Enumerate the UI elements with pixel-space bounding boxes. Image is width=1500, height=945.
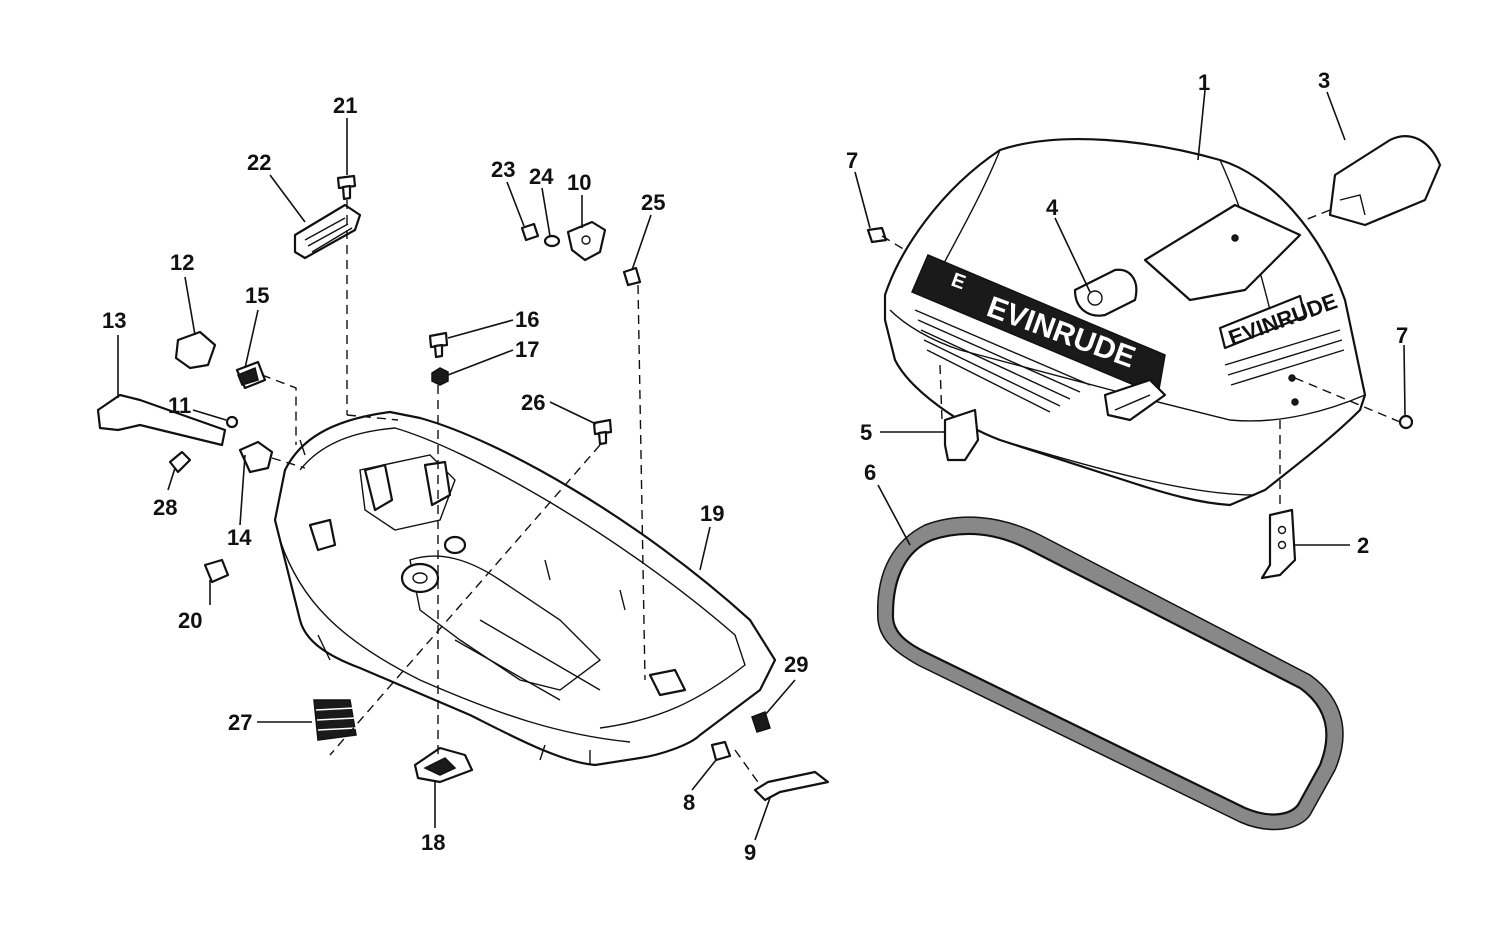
- callout-10: 10: [567, 170, 591, 195]
- callout-11: 11: [168, 393, 191, 418]
- callout-17: 17: [515, 337, 539, 362]
- callout-7-left: 7: [846, 148, 858, 173]
- callout-26: 26: [521, 390, 545, 415]
- callout-1: 1: [1198, 70, 1210, 95]
- part-9-lever: [753, 770, 830, 802]
- leader-lines: [117, 89, 1406, 841]
- part-17-nut: [431, 367, 449, 386]
- part-5-bracket: [943, 408, 980, 462]
- callout-29: 29: [784, 652, 808, 677]
- part-14-plug: [238, 440, 274, 474]
- part-12-grommet: [174, 330, 217, 370]
- callout-25: 25: [641, 190, 665, 215]
- callout-2: 2: [1357, 533, 1369, 558]
- part-16-screw: [428, 331, 449, 359]
- part-11-pin: [225, 415, 239, 429]
- part-10-clip: [566, 220, 607, 262]
- part-23-screw: [520, 222, 540, 242]
- part-2-bracket: [1260, 508, 1297, 580]
- callout-16: 16: [515, 307, 539, 332]
- part-3-cover-plate: [1328, 135, 1442, 227]
- part-22-plate: [293, 203, 362, 260]
- part-28-screw: [168, 450, 192, 474]
- part-6-gasket-seal: [876, 516, 1344, 831]
- part-4-knob: [1073, 268, 1138, 317]
- part-13-lever: [96, 393, 227, 447]
- callout-7-right: 7: [1396, 323, 1408, 348]
- motor-hood: [883, 138, 1367, 507]
- part-21-screw: [336, 174, 357, 201]
- part-8-nut: [710, 740, 732, 762]
- callout-22: 22: [247, 150, 271, 175]
- assembly-lines: [261, 200, 1401, 786]
- part-18-bracket: [413, 746, 474, 784]
- callout-23: 23: [491, 157, 515, 182]
- callout-9: 9: [744, 840, 756, 865]
- part-27-grommet: [313, 699, 357, 741]
- part-25-clip: [622, 266, 642, 287]
- part-24-washer: [543, 234, 561, 248]
- part-7-screw-left: [866, 226, 888, 244]
- callout-27: 27: [228, 710, 252, 735]
- callout-13: 13: [102, 308, 126, 333]
- callout-4: 4: [1046, 195, 1059, 220]
- callout-6: 6: [864, 460, 876, 485]
- callout-labels: 1 2 3 4 5 6 7 7 8 9 10 11 12 13 14 15 16…: [102, 68, 1408, 865]
- callout-21: 21: [333, 93, 357, 118]
- callout-19: 19: [700, 501, 724, 526]
- part-20-plug: [203, 558, 230, 584]
- callout-14: 14: [227, 525, 252, 550]
- callout-3: 3: [1318, 68, 1330, 93]
- callout-28: 28: [153, 495, 177, 520]
- callout-5: 5: [860, 420, 872, 445]
- callout-24: 24: [529, 164, 554, 189]
- callout-8: 8: [683, 790, 695, 815]
- part-7-screw-right: [1398, 414, 1414, 430]
- callout-18: 18: [421, 830, 445, 855]
- part-15-plug: [235, 360, 267, 390]
- part-29-grommet: [751, 711, 771, 733]
- callout-20: 20: [178, 608, 202, 633]
- callout-15: 15: [245, 283, 269, 308]
- callout-12: 12: [170, 250, 194, 275]
- part-26-screw: [592, 418, 613, 446]
